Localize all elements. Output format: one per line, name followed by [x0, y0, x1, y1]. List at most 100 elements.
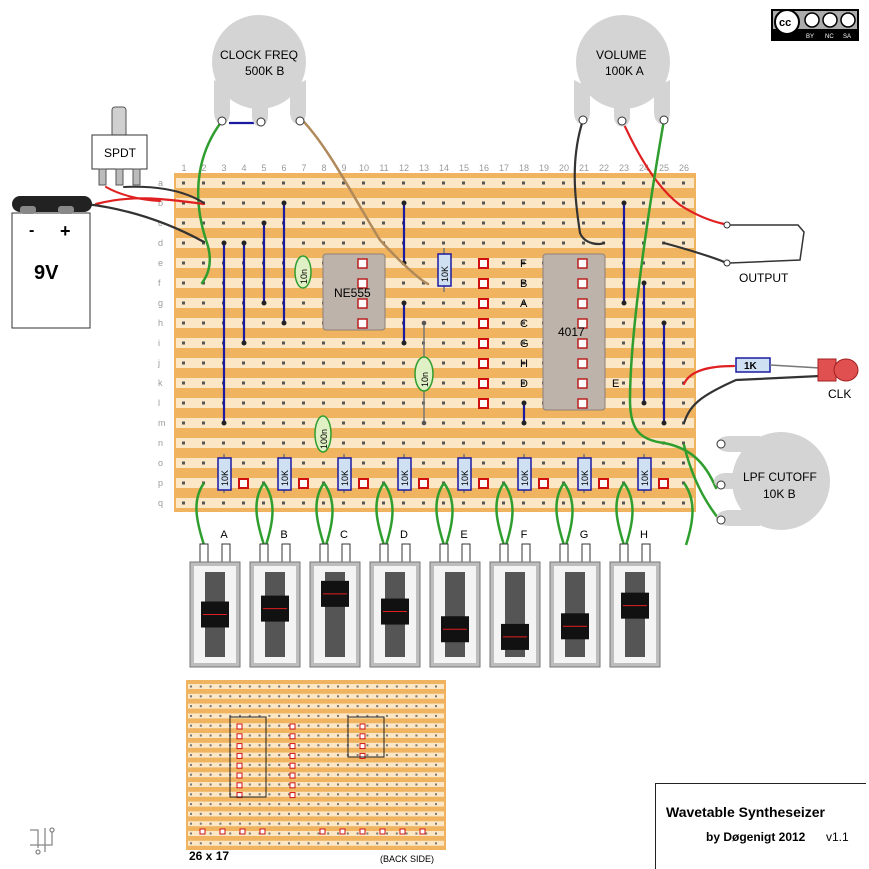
row-letter: j — [157, 358, 160, 368]
slider-label: E — [460, 529, 467, 541]
pot-label: 10K B — [763, 487, 796, 501]
resistor-label: 10K — [460, 470, 470, 486]
resistor-10k — [337, 457, 352, 491]
slider-label: D — [400, 529, 408, 541]
spdt-label: SPDT — [104, 146, 137, 160]
pad — [478, 478, 489, 489]
pot-label: CLOCK FREQ — [220, 48, 298, 62]
author-byline: by Døgenigt 2012 — [706, 830, 806, 844]
row-letter: l — [158, 398, 160, 408]
slider-pot-b[interactable]: B — [249, 529, 301, 668]
resistor-label: 10K — [220, 470, 230, 486]
slider-pot-a[interactable]: A — [189, 529, 241, 668]
clk-led: 1K CLK — [735, 357, 859, 401]
slider-pot-d[interactable]: D — [369, 529, 421, 668]
row-letter: g — [158, 298, 163, 308]
resistor-10k — [277, 457, 292, 491]
slider-pot-e[interactable]: E — [429, 529, 481, 668]
step-letter: F — [520, 258, 527, 270]
column-number: 2 — [201, 163, 206, 173]
pad — [418, 478, 429, 489]
step-pads — [478, 258, 489, 409]
resistor-10k — [637, 457, 652, 491]
spdt-switch — [91, 134, 148, 170]
resistor-label: 10K — [280, 470, 290, 486]
clk-label: CLK — [828, 387, 851, 401]
row-letter: a — [158, 178, 163, 188]
cc-nc: NC — [825, 34, 834, 40]
row-letter: f — [158, 278, 161, 288]
slider-label: A — [220, 529, 228, 541]
row-letter: e — [158, 258, 163, 268]
slider-label: B — [280, 529, 287, 541]
row-letter: k — [158, 378, 163, 388]
pot-volume: VOLUME 100K A — [574, 15, 670, 127]
capacitor-10n-b — [414, 356, 434, 392]
ne555-chip — [322, 253, 386, 331]
slider-label: H — [640, 529, 648, 541]
pad — [238, 478, 249, 489]
copper-strip — [176, 338, 694, 348]
resistor-label: 10K — [580, 470, 590, 486]
capacitor-label: 10n — [299, 269, 309, 284]
resistor-label: 10K — [520, 470, 530, 486]
copper-strip — [176, 358, 694, 368]
ne555-label: NE555 — [334, 286, 371, 300]
output-jack: OUTPUT — [723, 221, 805, 285]
copper-strip — [176, 478, 694, 488]
copper-strip — [176, 378, 694, 388]
capacitor-10n-a — [294, 255, 312, 289]
ne555-pins — [357, 258, 368, 329]
column-number: 8 — [321, 163, 326, 173]
copper-strip — [176, 398, 694, 408]
step-letter: C — [520, 318, 528, 330]
row-letter: i — [158, 338, 160, 348]
pad — [298, 478, 309, 489]
battery-label: 9V — [34, 262, 59, 284]
column-number: 10 — [359, 163, 369, 173]
output-label: OUTPUT — [739, 271, 789, 285]
jumper-wires — [222, 121, 666, 423]
copper-strip — [176, 258, 694, 268]
jumper-ends — [221, 200, 667, 426]
column-number: 7 — [301, 163, 306, 173]
column-number: 4 — [241, 163, 246, 173]
resistor-1k-label: 1K — [744, 361, 758, 372]
copper-strip — [176, 198, 694, 208]
column-number: 18 — [519, 163, 529, 173]
step-letter-e: E — [612, 378, 619, 390]
slider-pot-g[interactable]: G — [549, 529, 601, 668]
resistor-label: 10K — [340, 470, 350, 486]
cd4017-pins — [577, 258, 588, 409]
slider-pot-f[interactable]: F — [489, 529, 541, 668]
capacitor-label: 100n — [319, 429, 329, 449]
resistor-label: 10K — [440, 266, 450, 282]
column-number: 1 — [181, 163, 186, 173]
cc-sa: SA — [843, 34, 851, 40]
slider-pot-c[interactable]: C — [309, 529, 361, 668]
pot-label: VOLUME — [596, 48, 647, 62]
cc-icon: cc — [779, 17, 791, 29]
column-number: 16 — [479, 163, 489, 173]
step-letter: H — [520, 358, 528, 370]
pot-lpf-cutoff: LPF CUTOFF 10K B — [714, 432, 830, 530]
copper-strip — [176, 278, 694, 288]
column-number: 11 — [379, 163, 388, 173]
column-number: 6 — [281, 163, 286, 173]
pot-label: LPF CUTOFF — [743, 470, 817, 484]
row-letter: n — [158, 438, 163, 448]
copper-strip — [176, 178, 694, 188]
cc-license-badge: cc BY NC SA — [771, 9, 859, 41]
capacitor-label: 10n — [420, 372, 430, 387]
pot-clock-freq: CLOCK FREQ 500K B — [212, 15, 306, 127]
row-letter: p — [158, 478, 163, 488]
slider-pot-h[interactable]: H — [609, 529, 661, 668]
column-number: 9 — [341, 163, 346, 173]
pad — [598, 478, 609, 489]
cd4017-chip — [542, 253, 606, 411]
step-letter: D — [520, 378, 528, 390]
column-number: 23 — [619, 163, 629, 173]
copper-strips — [176, 178, 694, 508]
